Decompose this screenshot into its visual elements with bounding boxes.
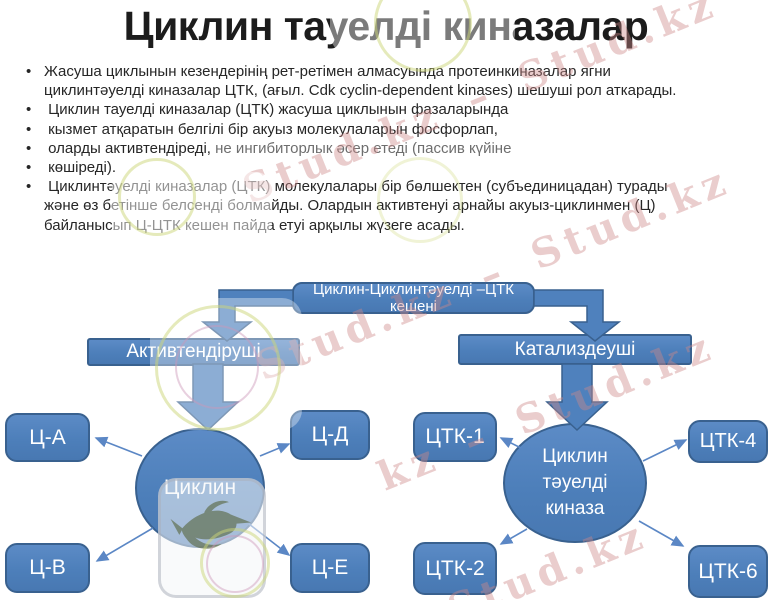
arrow-to-c-b xyxy=(95,527,154,562)
cdk-line-1: Циклин xyxy=(542,446,608,467)
cdk-circle-label: Циклин тәуелді киназа xyxy=(542,444,607,522)
cdk-circle: Циклин тәуелді киназа xyxy=(503,423,647,543)
bullet-text-segment: не ингибиторлык әсер етеді (пассив күйін… xyxy=(215,139,512,157)
bullet-text-segment: Циклинтәуелді киназалар (ЦТК) молекулала… xyxy=(44,178,668,196)
bullet-item: оларды активтендіреді, не ингибиторлык ә… xyxy=(22,139,762,158)
bullet-text-segment: кызмет атқаратын белгілі бір акуыз молек… xyxy=(44,120,498,138)
bullet-text-segment: көшіреді). xyxy=(44,159,117,177)
catalyst-box: Катализдеуші xyxy=(458,334,692,365)
bullet-item: Циклин тауелді киназалар (ЦТК) жасуша ци… xyxy=(22,100,762,119)
bullet-text-segment: байланысып Ц-ЦТК кешен пайда етуі арқылы… xyxy=(44,216,465,234)
page-title: Циклин тауелді киназалар xyxy=(123,3,649,49)
node-c-e: Ц-Е xyxy=(290,543,370,593)
bullet-item: кызмет атқаратын белгілі бір акуыз молек… xyxy=(22,120,762,139)
arrow-to-c-d xyxy=(259,443,291,457)
arrow-to-ctk-4 xyxy=(642,439,688,462)
bullet-text-segment: Циклин тауелді киназалар (ЦТК) жасуша ци… xyxy=(44,101,509,119)
bullet-item: көшіреді). xyxy=(22,158,762,177)
node-c-d: Ц-Д xyxy=(290,410,370,460)
block-arrow-right xyxy=(545,363,609,432)
complex-box: Циклин-Циклинтәуелді –ЦТК кешені xyxy=(292,281,535,315)
bullet-item: Жасуша циклынын кезендерінің рет-ретімен… xyxy=(22,62,762,100)
activator-box: Активтендіруші xyxy=(87,338,300,366)
elbow-arrow-left xyxy=(200,289,294,342)
cyclin-circle: Циклин xyxy=(135,428,265,548)
node-ctk-2: ЦТК-2 xyxy=(413,542,497,595)
bullet-list: Жасуша циклынын кезендерінің рет-ретімен… xyxy=(22,62,762,235)
node-ctk-6: ЦТК-6 xyxy=(688,545,768,598)
bullet-text-segment: Жасуша циклынын кезендерінің рет-ретімен… xyxy=(44,63,611,80)
block-arrow-left xyxy=(176,363,240,432)
bullet-text-segment: және өз бетінше белсенді болмайды. Олард… xyxy=(44,197,656,215)
node-c-b: Ц-В xyxy=(5,543,90,593)
node-c-a: Ц-А xyxy=(5,413,90,462)
bullet-text-segment: циклинтәуелді киназалар ЦТК, (ағыл. Cdk … xyxy=(44,82,677,100)
cdk-line-2: тәуелді xyxy=(542,472,608,493)
cdk-line-3: киназа xyxy=(545,498,605,519)
node-ctk-4: ЦТК-4 xyxy=(688,420,768,463)
arrow-to-c-a xyxy=(94,436,143,457)
bullet-text-segment: оларды активтендіреді, xyxy=(44,139,216,157)
node-ctk-1: ЦТК-1 xyxy=(413,412,497,462)
arrow-to-ctk-6 xyxy=(638,520,685,547)
arrow-to-ctk-2 xyxy=(499,528,528,545)
bullet-item: Циклинтәуелді киназалар (ЦТК) молекулала… xyxy=(22,177,762,235)
arrow-to-c-e xyxy=(248,523,291,556)
logo-ring-activator xyxy=(155,305,281,431)
